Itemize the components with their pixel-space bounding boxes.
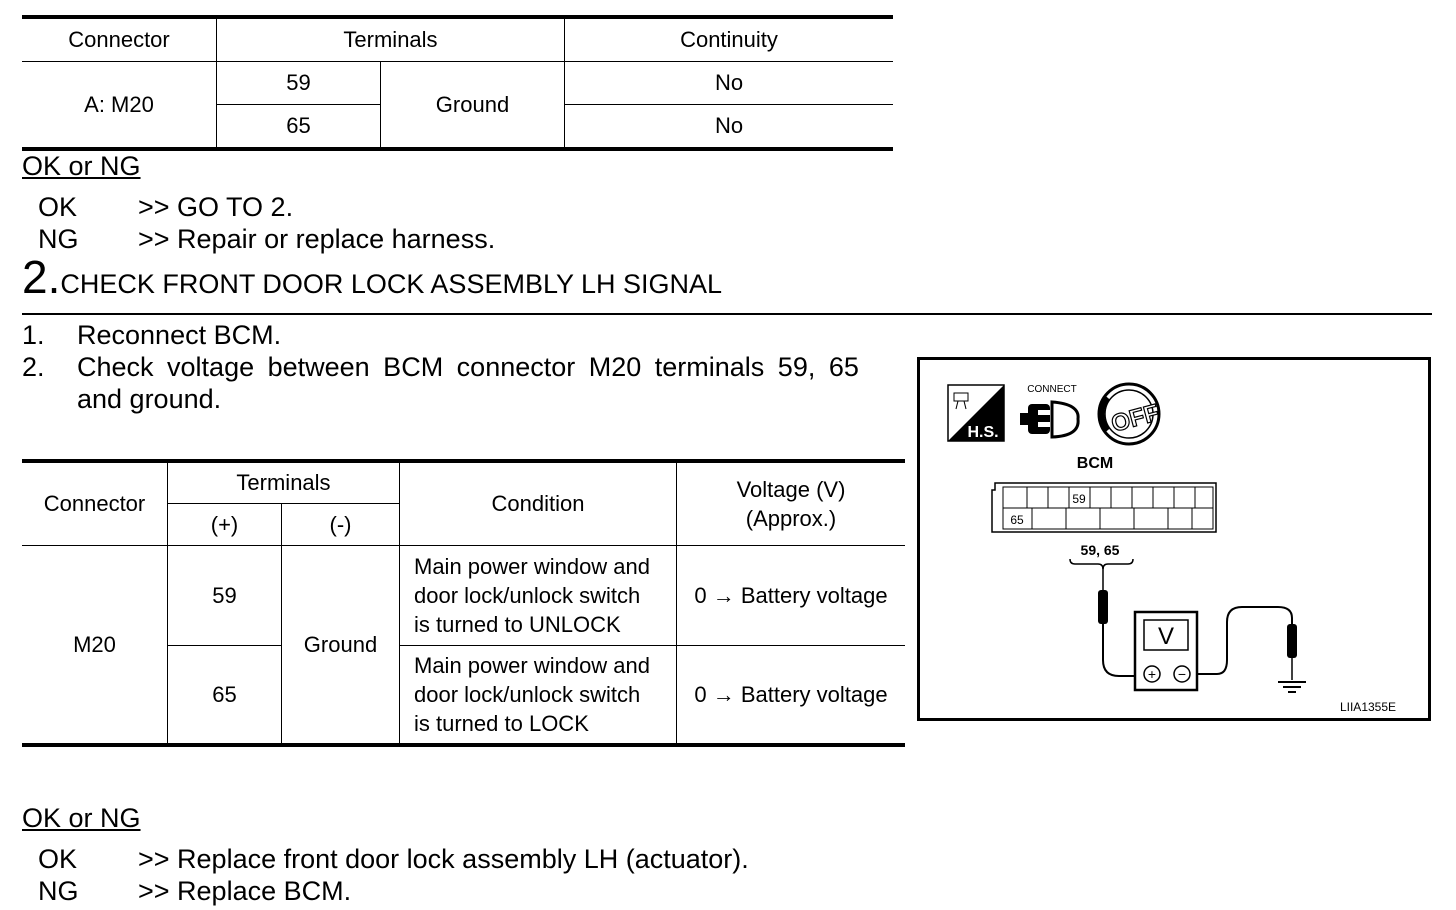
table-header-row: (+) (-) <box>22 502 905 546</box>
bcm-connector: 59 65 <box>991 482 1217 533</box>
header-condition: Condition <box>399 461 677 546</box>
ng-code: NG <box>38 876 79 906</box>
ok-action: >> GO TO 2. <box>138 192 294 222</box>
meter-label: V <box>1158 623 1174 650</box>
terminal-bracket <box>1069 558 1134 570</box>
step-title: CHECK FRONT DOOR LOCK ASSEMBLY LH SIGNAL <box>60 269 723 299</box>
positive-probe <box>1098 568 1138 677</box>
ok-result-line-2: OK >> Replace front door lock assembly LH… <box>22 844 749 875</box>
ok-action: >> Replace front door lock assembly LH (… <box>138 844 749 874</box>
condition-cell: Main power window and door lock/unlock s… <box>399 544 677 646</box>
connector-cell: M20 <box>22 544 168 746</box>
terminal-cell: 59 <box>167 544 282 646</box>
header-voltage-line1: Voltage (V) <box>736 476 846 502</box>
harness-side-icon: H.S. <box>947 384 1005 442</box>
header-minus: (-) <box>281 502 400 546</box>
ng-result-line-2: NG >> Replace BCM. <box>22 876 351 907</box>
ground-cell: Ground <box>380 61 565 150</box>
header-voltage: Voltage (V) (Approx.) <box>676 461 905 546</box>
ng-action: >> Replace BCM. <box>138 876 352 906</box>
voltage-table: Connector Terminals Condition Voltage (V… <box>22 459 905 747</box>
ok-result-line: OK >> GO TO 2. <box>22 192 293 223</box>
plus-terminal-label: + <box>1148 666 1156 682</box>
pin-59-label: 59 <box>1072 492 1086 506</box>
step-number: 2. <box>22 251 61 303</box>
negative-probe <box>1197 606 1297 680</box>
figure-code: LIIA1355E <box>1340 700 1396 714</box>
ground-cell: Ground <box>281 544 400 746</box>
terminal-cell: 65 <box>167 644 282 745</box>
item-number: 2. <box>22 352 45 382</box>
step-heading: 2.CHECK FRONT DOOR LOCK ASSEMBLY LH SIGN… <box>22 254 722 300</box>
condition-cell: Main power window and door lock/unlock s… <box>399 644 677 745</box>
table-row: 65 Main power window and door lock/unloc… <box>22 644 905 745</box>
table-row: A: M20 59 Ground No <box>22 61 893 150</box>
pin-65-label: 65 <box>1010 513 1024 527</box>
voltage-check-diagram: H.S. CONNECT OFF BCM <box>917 357 1431 721</box>
connect-label: CONNECT <box>1027 384 1076 395</box>
step-item-2: 2. Check voltage between BCM connector M2… <box>22 352 859 383</box>
connector-cell: A: M20 <box>22 61 217 150</box>
table-header-row: Connector Terminals Continuity <box>22 17 893 62</box>
header-connector: Connector <box>22 17 217 62</box>
table-header-row: Connector Terminals Condition Voltage (V… <box>22 461 905 546</box>
header-connector: Connector <box>22 461 168 546</box>
terminal-cell: 59 <box>216 61 381 105</box>
ok-code: OK <box>38 192 78 222</box>
item-number: 1. <box>22 320 45 350</box>
continuity-cell: No <box>564 61 893 105</box>
ignition-off-icon: OFF <box>1097 382 1162 446</box>
condition-line: door lock/unlock switch <box>414 681 641 707</box>
header-terminals: Terminals <box>216 17 565 62</box>
step-item-2-continued: and ground. <box>77 384 222 414</box>
header-continuity: Continuity <box>564 17 893 62</box>
condition-line: is turned to LOCK <box>414 710 589 736</box>
item-text: Reconnect BCM. <box>77 320 282 350</box>
header-voltage-line2: (Approx.) <box>745 505 837 531</box>
ok-or-ng-heading: OK or NG <box>22 151 141 181</box>
minus-terminal-label: − <box>1178 666 1186 682</box>
condition-line: Main power window and <box>414 553 651 579</box>
condition-line: Main power window and <box>414 652 651 678</box>
item-text: Check voltage between BCM connector M20 … <box>77 352 859 382</box>
hs-label: H.S. <box>967 424 998 441</box>
bcm-label: BCM <box>1077 455 1113 472</box>
ok-or-ng-heading-2: OK or NG <box>22 803 141 833</box>
ok-code: OK <box>38 844 78 874</box>
voltmeter-icon: V + − <box>1133 610 1199 692</box>
header-terminals: Terminals <box>167 461 400 504</box>
continuity-table: Connector Terminals Continuity A: M20 59… <box>22 15 893 151</box>
header-plus: (+) <box>167 502 282 546</box>
diagram-svg: H.S. CONNECT OFF BCM <box>947 382 1396 714</box>
connect-icon: CONNECT <box>1020 384 1080 439</box>
ng-action: >> Repair or replace harness. <box>138 224 496 254</box>
voltage-cell: 0 → Battery voltage <box>676 544 905 646</box>
table-row: M20 59 Ground Main power window and door… <box>22 544 905 746</box>
section-divider <box>22 313 1432 315</box>
step-item-1: 1. Reconnect BCM. <box>22 320 281 351</box>
table-row: 65 No <box>22 104 893 149</box>
condition-line: door lock/unlock switch <box>414 582 641 608</box>
voltage-cell: 0 → Battery voltage <box>676 644 905 745</box>
terminals-label: 59, 65 <box>1081 542 1120 558</box>
ground-symbol-icon <box>1278 681 1306 693</box>
condition-line: is turned to UNLOCK <box>414 611 621 637</box>
terminal-cell: 65 <box>216 104 381 149</box>
ng-code: NG <box>38 224 79 254</box>
continuity-cell: No <box>564 104 893 149</box>
ng-result-line: NG >> Repair or replace harness. <box>22 224 495 255</box>
